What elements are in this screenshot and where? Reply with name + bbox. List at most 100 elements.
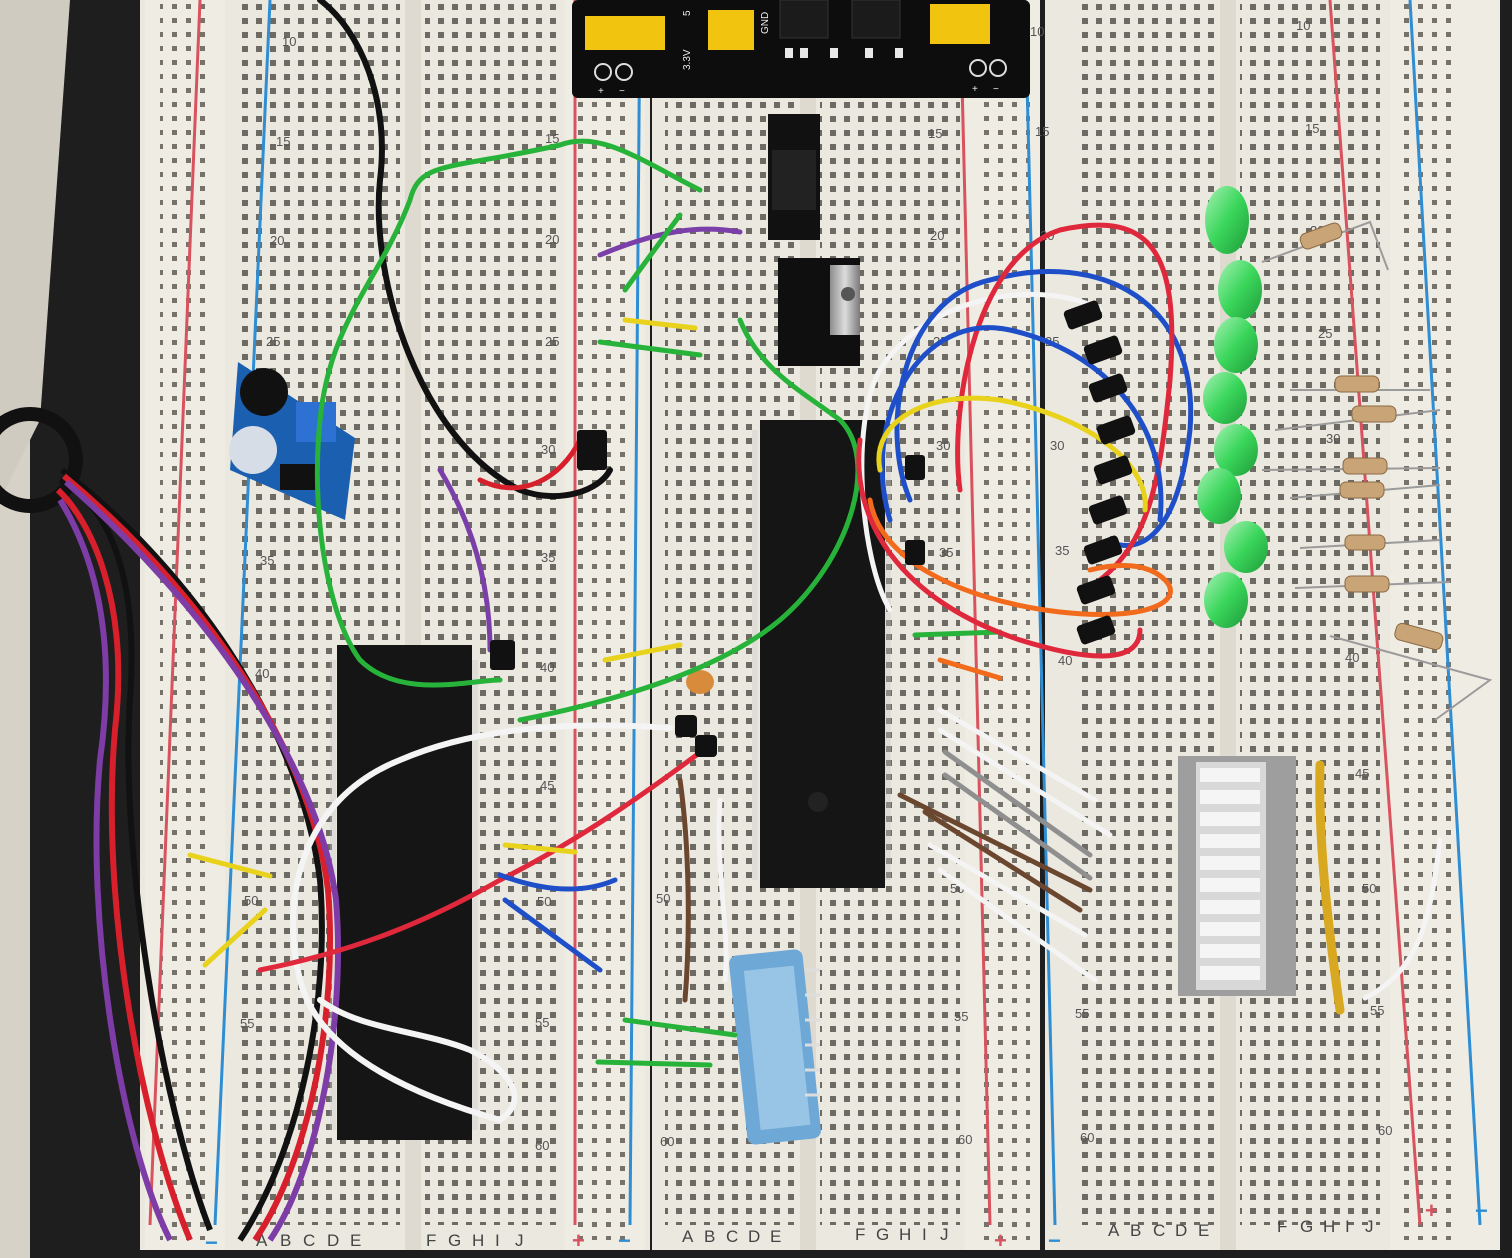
header-pins-yellow — [585, 16, 665, 50]
row-label: 35 — [541, 550, 555, 565]
jumper-wire-brown — [677, 777, 691, 1003]
row-label: 60 — [958, 1132, 972, 1147]
jumper-wire-white — [937, 727, 1113, 838]
row-label: 30 — [1326, 431, 1340, 446]
col-label: H — [899, 1225, 911, 1244]
row-label: 40 — [1058, 653, 1072, 668]
ceramic-capacitor — [686, 670, 714, 694]
col-label: H — [472, 1231, 484, 1250]
pm-pin-plus: + — [598, 86, 604, 97]
row-label: 40 — [255, 666, 269, 681]
row-label: 15 — [276, 134, 290, 149]
col-label: I — [1345, 1217, 1350, 1236]
row-label: 55 — [535, 1015, 549, 1030]
regulator-chip — [779, 0, 829, 39]
col-label: E — [350, 1231, 361, 1250]
col-label: F — [426, 1231, 436, 1250]
row-label: 30 — [936, 438, 950, 453]
rail-markers: + − + − + − − — [205, 1198, 1488, 1255]
microcontroller-chip-left — [330, 645, 478, 1140]
jumper-wire-white — [1362, 837, 1443, 1001]
col-label: D — [748, 1227, 760, 1246]
jumper-wires — [187, 0, 1443, 1124]
row-label: 55 — [1370, 1003, 1384, 1018]
row-labels-middle: 15 20 25 30 35 50 55 60 50 60 — [656, 126, 972, 1149]
table-corner — [0, 0, 70, 500]
pm-label-5: 5 — [682, 10, 693, 16]
green-led — [1214, 317, 1258, 373]
green-led — [1205, 186, 1249, 254]
green-led — [1197, 468, 1241, 524]
resistor-bodies — [1299, 222, 1444, 651]
bluetooth-module — [729, 949, 821, 1145]
pm-label-33v: 3.3V — [682, 49, 693, 70]
jumper-wire-white — [290, 722, 673, 1124]
resistor — [1394, 622, 1444, 651]
jumper-wire-green — [622, 1017, 738, 1038]
jumper-wire-white — [716, 797, 729, 983]
row-labels-left: 10 15 20 25 35 40 50 55 — [240, 34, 296, 1031]
row-label: 25 — [266, 334, 280, 349]
row-label: 10 — [1296, 18, 1310, 33]
col-label: J — [515, 1231, 524, 1250]
ir-receiver — [240, 368, 288, 416]
jumper-wire-red — [257, 742, 713, 973]
rail-minus-label: − — [618, 1228, 631, 1253]
rail-plus-label: + — [1425, 1198, 1438, 1223]
regulator-chip — [851, 0, 901, 39]
pm-pin-minus: − — [993, 84, 999, 95]
jumper-wire-brown — [897, 792, 1093, 893]
jumper-wire-white — [937, 707, 1098, 803]
rail-plus-label: + — [572, 1228, 585, 1253]
green-led — [1203, 372, 1247, 424]
row-label: 45 — [540, 778, 554, 793]
jumper-wire-gray — [942, 772, 1093, 881]
col-label: A — [682, 1227, 694, 1246]
col-label: B — [280, 1231, 291, 1250]
row-label: 20 — [545, 232, 559, 247]
row-label: 50 — [1362, 881, 1376, 896]
voltage-regulator — [768, 114, 820, 240]
jumper-wire-red — [856, 437, 1143, 659]
row-label: 40 — [540, 660, 554, 675]
col-label: D — [1175, 1221, 1187, 1240]
jumper-wire-white — [927, 842, 1088, 938]
pm-label-gnd: GND — [760, 12, 771, 34]
resistor — [1339, 481, 1385, 499]
row-label: 40 — [1345, 650, 1359, 665]
microcontroller-chip-middle — [752, 420, 891, 888]
col-label: F — [1277, 1217, 1287, 1236]
jumper-wire-yellow — [622, 317, 698, 331]
header-pins-yellow — [930, 4, 990, 44]
green-led-column — [1197, 186, 1268, 628]
col-label: E — [1198, 1221, 1209, 1240]
row-label: 60 — [660, 1134, 674, 1149]
pm-pin-plus: + — [972, 84, 978, 95]
row-label: 60 — [1378, 1123, 1392, 1138]
col-label: I — [495, 1231, 500, 1250]
jumper-wire-white — [937, 867, 1098, 983]
row-label: 10 — [1030, 24, 1044, 39]
jumper-wire-white — [859, 292, 1103, 613]
sensor-ring — [0, 407, 83, 513]
row-label: 25 — [545, 334, 559, 349]
row-label: 30 — [1050, 438, 1064, 453]
resistor — [1344, 534, 1386, 551]
jumper-wire-purple — [437, 467, 493, 653]
rail-minus-label: − — [205, 1230, 218, 1255]
rail-plus-label: + — [994, 1228, 1007, 1253]
col-label: G — [1300, 1217, 1313, 1236]
col-label: E — [770, 1227, 781, 1246]
jumper-wire-blue — [502, 897, 603, 973]
jumper-wire-purple — [597, 226, 743, 258]
row-label: 55 — [240, 1016, 254, 1031]
row-label: 15 — [1035, 124, 1049, 139]
col-label: B — [704, 1227, 715, 1246]
row-label: 60 — [1080, 1130, 1094, 1145]
rail-minus-label: − — [1475, 1198, 1488, 1223]
jumper-wire-blue — [879, 325, 1164, 523]
jumper-wire-red — [477, 437, 583, 491]
row-label: 35 — [939, 545, 953, 560]
led-bar-graph — [1178, 756, 1296, 996]
